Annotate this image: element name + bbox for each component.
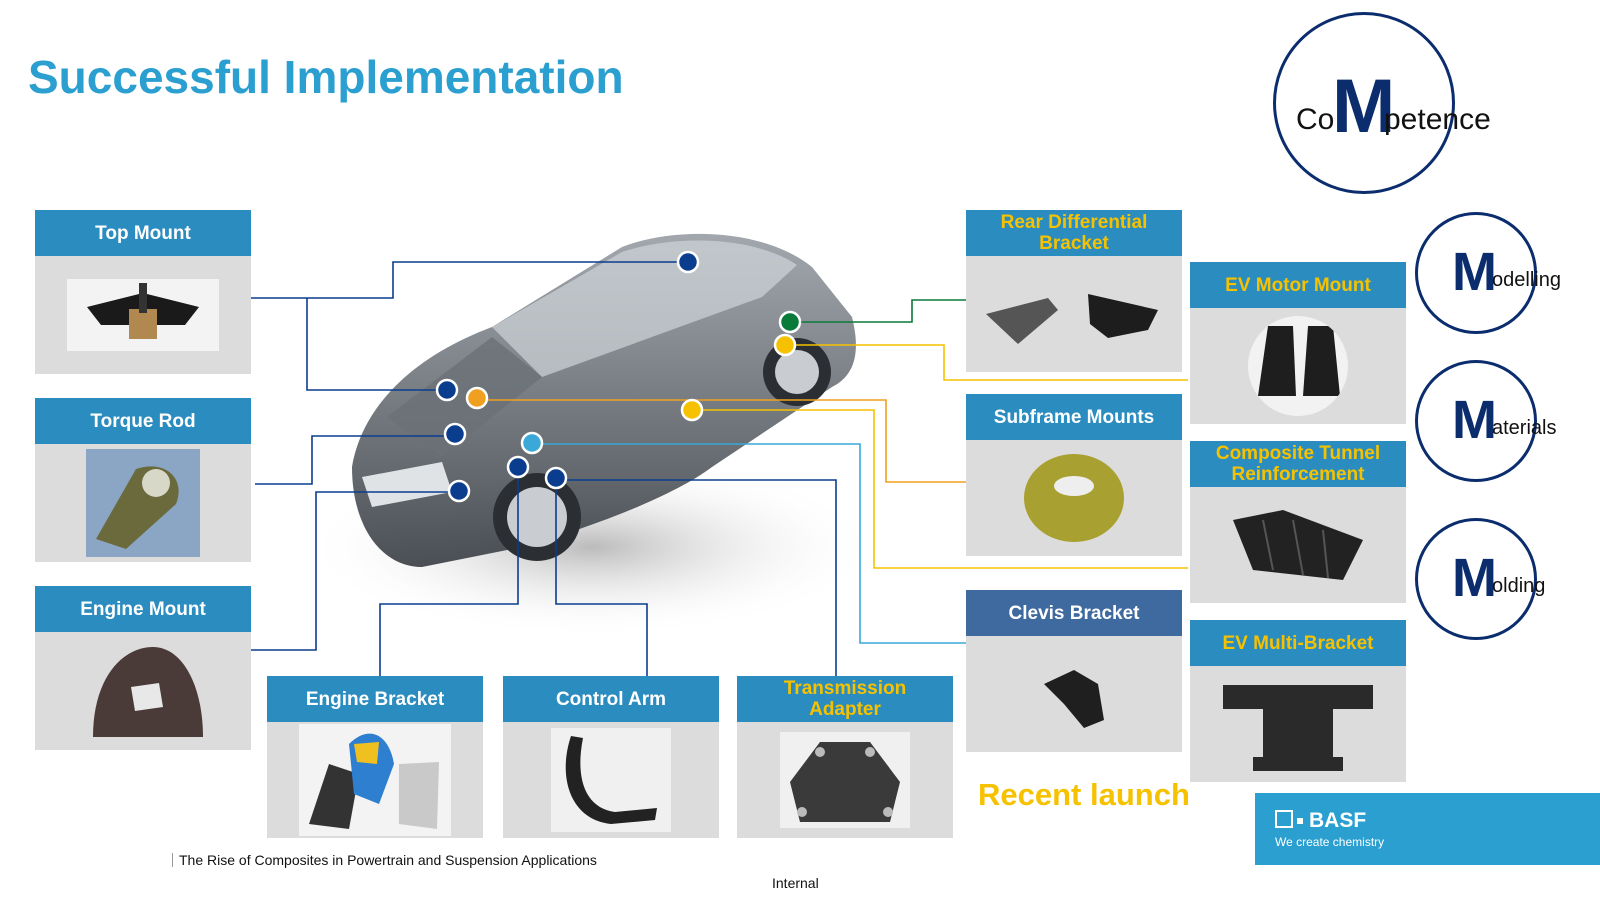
modelling-rest: odelling xyxy=(1492,269,1561,291)
control-arm-image xyxy=(551,728,671,832)
card-rear-differential-label: Rear Differential Bracket xyxy=(966,210,1182,256)
card-torque-rod-label: Torque Rod xyxy=(35,398,251,444)
basf-brand-block: BASF We create chemistry xyxy=(1255,793,1600,865)
top-mount-image xyxy=(67,279,219,351)
card-engine-bracket-label: Engine Bracket xyxy=(267,676,483,722)
transmission-adapter-image xyxy=(780,732,910,828)
molding-circle: M olding xyxy=(1415,518,1545,640)
rear-differential-image xyxy=(978,274,1170,354)
card-clevis-bracket[interactable]: Clevis Bracket xyxy=(966,590,1182,752)
footer-separator xyxy=(172,853,173,867)
card-rear-differential-bracket[interactable]: Rear Differential Bracket xyxy=(966,210,1182,372)
competence-m: M xyxy=(1332,64,1396,149)
basf-tagline: We create chemistry xyxy=(1275,835,1385,849)
competence-suffix: petence xyxy=(1384,103,1491,136)
card-ev-motor-mount[interactable]: EV Motor Mount xyxy=(1190,262,1406,424)
recent-launch-label: Recent launch xyxy=(978,777,1190,812)
competence-circle: Co M petence xyxy=(1273,12,1491,194)
card-composite-tunnel-label: Composite Tunnel Reinforcement xyxy=(1190,441,1406,487)
composite-tunnel-image xyxy=(1223,500,1373,590)
engine-bracket-image xyxy=(299,724,451,836)
materials-m: M xyxy=(1452,390,1497,450)
card-top-mount[interactable]: Top Mount xyxy=(35,210,251,374)
card-clevis-bracket-label: Clevis Bracket xyxy=(966,590,1182,636)
materials-circle: M aterials xyxy=(1415,360,1556,482)
card-control-arm[interactable]: Control Arm xyxy=(503,676,719,838)
molding-m: M xyxy=(1452,548,1497,608)
card-top-mount-label: Top Mount xyxy=(35,210,251,256)
card-ev-motor-mount-label: EV Motor Mount xyxy=(1190,262,1406,308)
card-torque-rod[interactable]: Torque Rod xyxy=(35,398,251,562)
card-ev-multi-bracket[interactable]: EV Multi-Bracket xyxy=(1190,620,1406,782)
card-transmission-adapter[interactable]: Transmission Adapter xyxy=(737,676,953,838)
engine-mount-image xyxy=(73,637,213,745)
modelling-circle: M odelling xyxy=(1415,212,1561,334)
subframe-mounts-image xyxy=(1019,446,1129,550)
basf-logo: BASF xyxy=(1275,809,1366,833)
card-engine-mount-label: Engine Mount xyxy=(35,586,251,632)
footer-text: The Rise of Composites in Powertrain and… xyxy=(179,852,597,868)
basf-logo-mark xyxy=(1275,810,1293,828)
card-ev-multi-bracket-label: EV Multi-Bracket xyxy=(1190,620,1406,666)
card-transmission-adapter-label: Transmission Adapter xyxy=(737,676,953,722)
competence-prefix: Co xyxy=(1296,103,1335,136)
molding-rest: olding xyxy=(1492,575,1546,597)
card-engine-mount[interactable]: Engine Mount xyxy=(35,586,251,750)
ev-multi-bracket-image xyxy=(1213,671,1383,777)
modelling-m: M xyxy=(1452,242,1497,302)
card-control-arm-label: Control Arm xyxy=(503,676,719,722)
car-illustration xyxy=(292,207,902,657)
card-composite-tunnel-reinforcement[interactable]: Composite Tunnel Reinforcement xyxy=(1190,441,1406,603)
footer-caption: The Rise of Composites in Powertrain and… xyxy=(172,852,597,868)
card-subframe-mounts-label: Subframe Mounts xyxy=(966,394,1182,440)
ev-motor-mount-image xyxy=(1248,316,1348,416)
card-engine-bracket[interactable]: Engine Bracket xyxy=(267,676,483,838)
materials-rest: aterials xyxy=(1492,417,1557,439)
classification-label: Internal xyxy=(772,875,819,891)
basf-logo-text: BASF xyxy=(1309,809,1367,832)
page-title: Successful Implementation xyxy=(28,51,624,103)
card-subframe-mounts[interactable]: Subframe Mounts xyxy=(966,394,1182,556)
clevis-bracket-image xyxy=(1034,654,1114,734)
basf-logo-dot xyxy=(1297,818,1303,824)
torque-rod-image xyxy=(86,449,200,557)
